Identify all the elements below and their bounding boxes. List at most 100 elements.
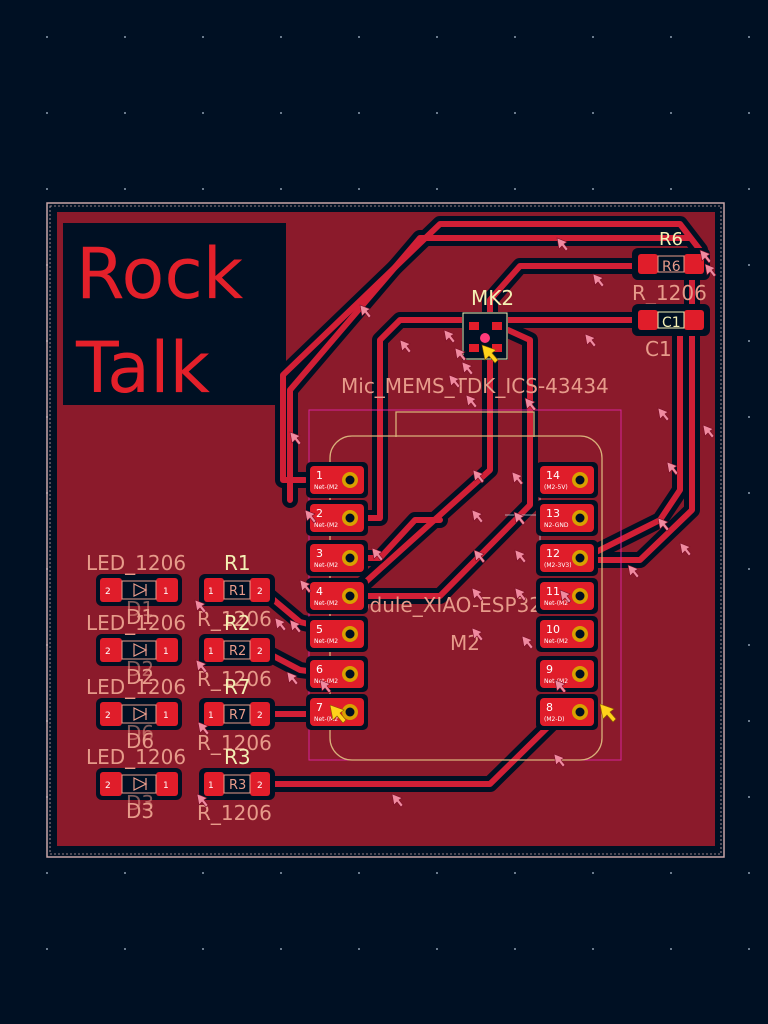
drc-marker-arrow[interactable]	[666, 461, 679, 476]
resistor-pad[interactable]	[250, 772, 270, 796]
drc-marker-arrow[interactable]	[699, 249, 712, 264]
drc-marker-arrow[interactable]	[286, 671, 299, 686]
drc-marker-arrow[interactable]	[592, 273, 605, 288]
drc-marker-arrow[interactable]	[304, 509, 317, 524]
led-pad[interactable]	[156, 638, 178, 662]
grid-dot	[748, 948, 750, 950]
drc-marker-arrow[interactable]	[461, 361, 474, 376]
drc-marker-arrow[interactable]	[274, 617, 287, 632]
led-pad[interactable]	[100, 578, 122, 602]
drc-marker-arrow[interactable]	[514, 587, 527, 602]
resistor-pad[interactable]	[204, 578, 224, 602]
grid-dot	[436, 948, 438, 950]
selected-marker-arrow[interactable]	[599, 703, 617, 723]
drc-marker-arrow[interactable]	[702, 424, 715, 439]
resistor-pad[interactable]	[250, 702, 270, 726]
drc-marker-arrow[interactable]	[289, 619, 302, 634]
drc-marker-arrow[interactable]	[448, 374, 461, 389]
r6-value-label: R_1206	[632, 281, 707, 305]
drc-marker-arrow[interactable]	[627, 564, 640, 579]
drc-marker-arrow[interactable]	[289, 431, 302, 446]
led-pad[interactable]	[100, 638, 122, 662]
module-pad-number: 10	[546, 623, 560, 636]
drc-marker-arrow[interactable]	[513, 511, 526, 526]
grid-dot	[46, 872, 48, 874]
resistor-body	[223, 704, 251, 724]
drc-marker-arrow[interactable]	[514, 549, 527, 564]
module-pad-label: (M2-5V)	[544, 484, 568, 491]
resistor-pad[interactable]	[204, 638, 224, 662]
led-pad[interactable]	[156, 702, 178, 726]
led-pad[interactable]	[100, 772, 122, 796]
drc-marker-arrow[interactable]	[194, 599, 207, 614]
led-pad[interactable]	[100, 702, 122, 726]
drc-marker-arrow[interactable]	[554, 679, 567, 694]
drc-marker-arrow[interactable]	[556, 237, 569, 252]
drc-marker-arrow[interactable]	[197, 721, 210, 736]
module-pad-number: 3	[316, 547, 323, 560]
drc-marker-arrow[interactable]	[319, 679, 332, 694]
module-pad-hole	[575, 629, 585, 639]
drc-marker-arrow[interactable]	[471, 587, 484, 602]
resistor-silk-ref: R2	[229, 644, 246, 659]
drc-marker-arrow[interactable]	[399, 339, 412, 354]
grid-dot	[436, 36, 438, 38]
drc-marker-arrow[interactable]	[704, 263, 717, 278]
drc-marker-arrow[interactable]	[471, 627, 484, 642]
drc-marker-arrow[interactable]	[454, 347, 467, 362]
diode-symbol	[133, 707, 148, 721]
title-talk: Talk	[75, 327, 211, 409]
diode-symbol	[133, 777, 148, 791]
resistor-pad[interactable]	[250, 638, 270, 662]
drc-marker-arrow[interactable]	[471, 509, 484, 524]
drc-marker-arrow[interactable]	[391, 793, 404, 808]
drc-marker-arrow[interactable]	[443, 329, 456, 344]
drc-marker-arrow[interactable]	[511, 471, 524, 486]
grid-dot	[280, 188, 282, 190]
grid-dot	[514, 872, 516, 874]
diode-symbol	[133, 583, 148, 597]
drc-marker-arrow[interactable]	[679, 542, 692, 557]
grid-dot	[124, 36, 126, 38]
c1-ref-label: C1	[662, 315, 681, 331]
resistor-pad[interactable]	[204, 702, 224, 726]
drc-marker-arrow[interactable]	[524, 397, 537, 412]
grid-dot	[46, 188, 48, 190]
grid-dot	[46, 36, 48, 38]
drc-marker-arrow[interactable]	[472, 469, 485, 484]
module-pad-hole	[575, 707, 585, 717]
selected-marker-arrow[interactable]	[481, 344, 499, 364]
drc-marker-arrow[interactable]	[559, 589, 572, 604]
selected-marker-arrow[interactable]	[329, 704, 347, 724]
led-pad[interactable]	[156, 772, 178, 796]
drc-marker-arrow[interactable]	[195, 659, 208, 674]
resistor-pad[interactable]	[204, 772, 224, 796]
grid-dot	[514, 948, 516, 950]
drc-marker-arrow[interactable]	[553, 753, 566, 768]
module-pad-hole	[345, 591, 355, 601]
drc-marker-arrow[interactable]	[371, 547, 384, 562]
drc-marker-arrow[interactable]	[465, 394, 478, 409]
module-pad-label: Net-(M2	[544, 638, 568, 645]
led-body	[121, 640, 157, 660]
module-pad-hole	[345, 475, 355, 485]
led-body	[121, 774, 157, 794]
grid-dot	[748, 796, 750, 798]
drc-marker-arrow[interactable]	[359, 304, 372, 319]
drc-marker-arrow[interactable]	[299, 579, 312, 594]
drc-marker-arrow[interactable]	[196, 793, 209, 808]
drc-marker-arrow[interactable]	[657, 517, 670, 532]
grid-dot	[124, 188, 126, 190]
grid-dot	[592, 112, 594, 114]
drc-marker-arrow[interactable]	[584, 333, 597, 348]
resistor-pad-number: 2	[257, 587, 263, 597]
led-pad[interactable]	[156, 578, 178, 602]
resistor-pad[interactable]	[250, 578, 270, 602]
drc-marker-arrow[interactable]	[657, 407, 670, 422]
module-pad-label: N2-GND	[544, 522, 569, 529]
resistor-pad-number: 1	[208, 781, 214, 791]
drc-marker-arrow[interactable]	[521, 635, 534, 650]
drc-marker-arrow[interactable]	[473, 549, 486, 564]
grid-dot	[670, 948, 672, 950]
